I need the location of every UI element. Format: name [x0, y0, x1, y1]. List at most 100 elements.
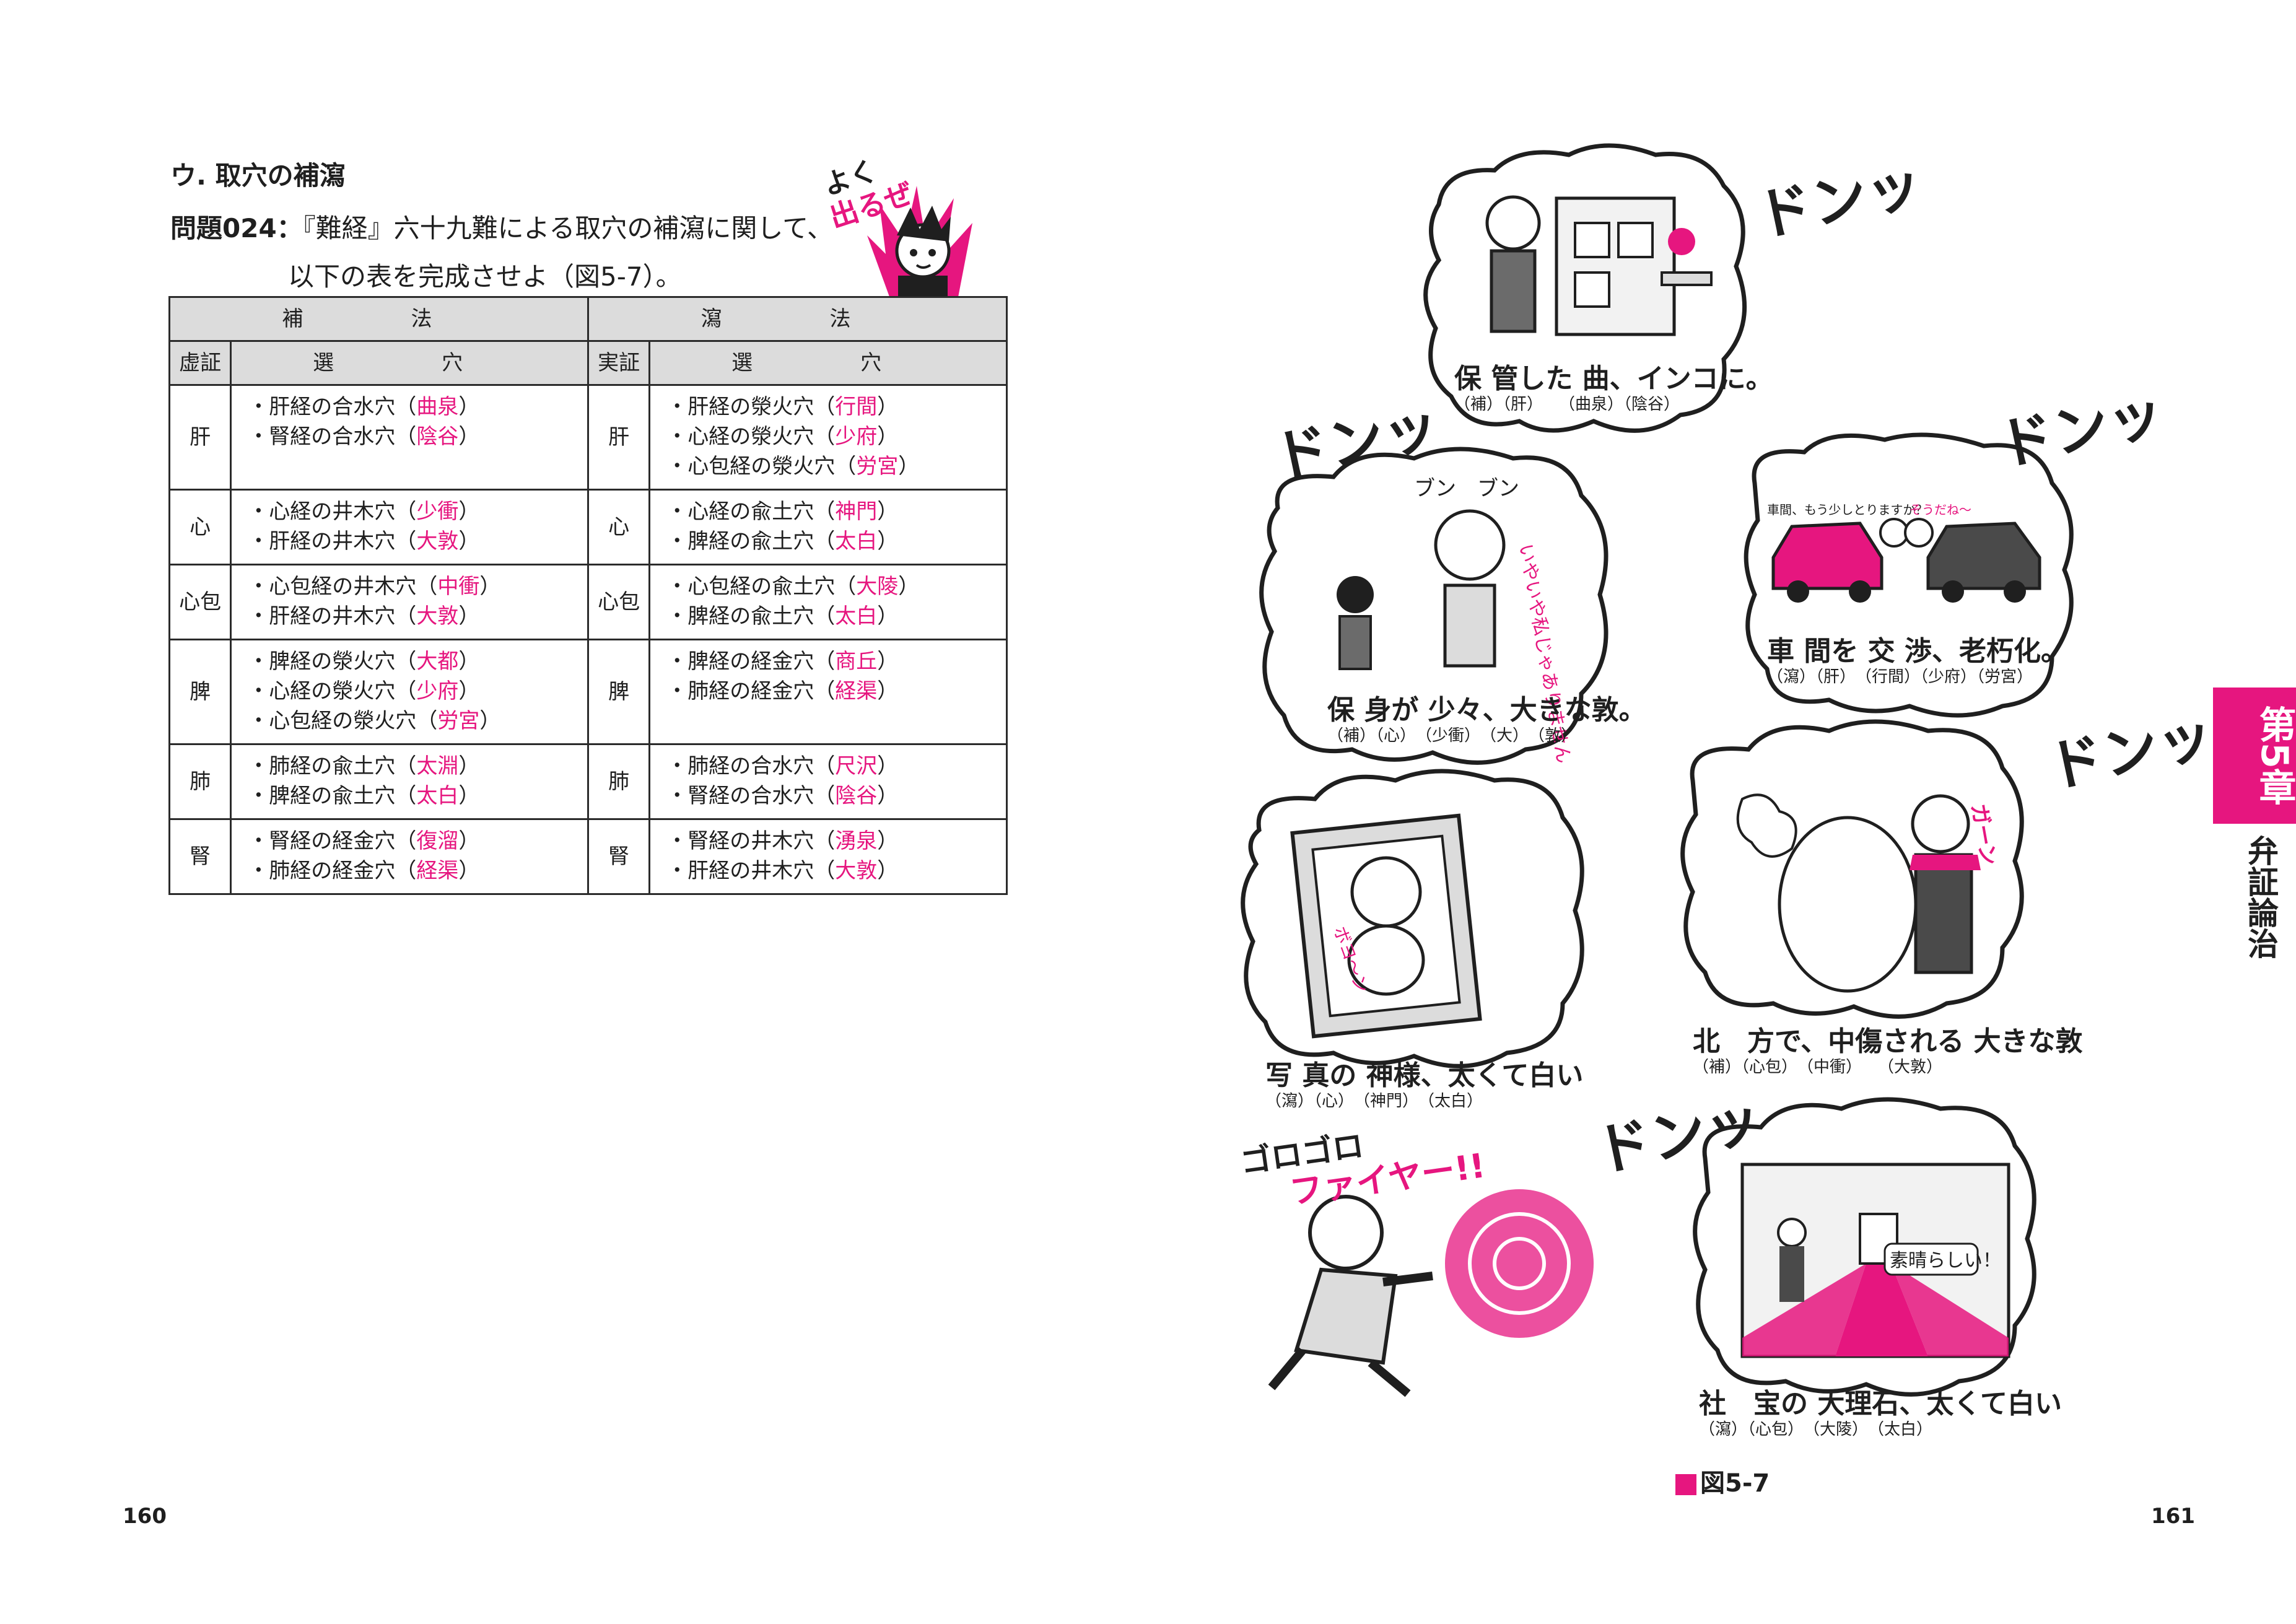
- point-name: 大敦: [416, 529, 459, 554]
- panel-3-mnemonic: 車 間を 交 渉、老朽化。: [1767, 635, 2068, 667]
- point-name: 太白: [835, 529, 878, 554]
- point-item: ・心包経の滎火穴（労宮）: [248, 706, 578, 736]
- point-name: 尺沢: [835, 754, 878, 779]
- panel-6-mnemonic: 社 宝の 大理石、太くて白い: [1699, 1388, 2062, 1420]
- point-meridian: ・心経の滎火穴（: [248, 679, 417, 704]
- point-meridian: ・脾経の滎火穴（: [248, 649, 417, 674]
- points-cell-right: ・肝経の滎火穴（行間）・心経の滎火穴（少府）・心包経の滎火穴（労宮）: [648, 384, 1008, 491]
- point-item: ・肝経の井木穴（大敦）: [666, 856, 997, 886]
- organ-cell-right: 心包: [587, 564, 651, 640]
- subheader-points-right: 選 穴: [648, 340, 1008, 386]
- point-name: 労宮: [856, 454, 899, 479]
- point-meridian: ・心包経の滎火穴（: [248, 709, 438, 733]
- point-close: ）: [458, 604, 480, 629]
- comic-illustration: ゴロゴロ ファイヤー!! ブン ブン いやいや私じゃありません 車間、もう少しと…: [1238, 143, 2074, 1397]
- point-meridian: ・肺経の合水穴（: [666, 754, 836, 779]
- point-meridian: ・肝経の合水穴（: [248, 395, 417, 419]
- chapter-label: 第5章: [2253, 705, 2296, 806]
- point-item: ・心経の井木穴（少衝）: [248, 497, 578, 526]
- point-meridian: ・心包経の兪土穴（: [666, 574, 857, 599]
- points-cell-left: ・肺経の兪土穴（太淵）・脾経の兪土穴（太白）: [230, 743, 589, 820]
- point-close: ）: [458, 829, 480, 853]
- point-close: ）: [458, 784, 480, 808]
- panel-2-bubble-a: ブン ブン: [1414, 476, 1519, 501]
- organ-cell-left: 心包: [168, 564, 232, 640]
- table-row: 肺・肺経の兪土穴（太淵）・脾経の兪土穴（太白）肺・肺経の合水穴（尺沢）・腎経の合…: [168, 743, 1008, 820]
- point-name: 太白: [416, 784, 459, 808]
- point-name: 少府: [835, 424, 878, 449]
- point-close: ）: [877, 604, 899, 629]
- point-close: ）: [877, 529, 899, 554]
- point-close: ）: [458, 858, 480, 883]
- point-name: 経渠: [835, 679, 878, 704]
- panel-1-mnemonic: 保 管した 曲、インコに。: [1454, 363, 1773, 395]
- panel-4-mnemonic: 写 真の 神様、太くて白い: [1265, 1060, 1584, 1091]
- point-item: ・肺経の兪土穴（太淵）: [248, 751, 578, 781]
- point-name: 太淵: [416, 754, 459, 779]
- point-item: ・心包経の滎火穴（労宮）: [666, 452, 997, 481]
- table-row: 脾・脾経の滎火穴（大都）・心経の滎火穴（少府）・心包経の滎火穴（労宮）脾・脾経の…: [168, 639, 1008, 745]
- point-meridian: ・脾経の経金穴（: [666, 649, 836, 674]
- point-meridian: ・腎経の井木穴（: [666, 829, 836, 853]
- point-meridian: ・腎経の経金穴（: [248, 829, 417, 853]
- point-close: ）: [458, 424, 480, 449]
- point-item: ・脾経の経金穴（商丘）: [666, 647, 997, 676]
- point-meridian: ・肝経の井木穴（: [666, 858, 836, 883]
- point-item: ・肺経の経金穴（経渠）: [666, 676, 997, 706]
- table-subheader-row: 虚証 選 穴 実証 選 穴: [168, 340, 1008, 386]
- points-cell-left: ・心経の井木穴（少衝）・肝経の井木穴（大敦）: [230, 489, 589, 565]
- point-name: 太白: [835, 604, 878, 629]
- chapter-title: 弁証論治: [2243, 835, 2279, 959]
- point-name: 陰谷: [835, 784, 878, 808]
- panel-3-sub: （瀉）（肝） （行間）（少府）（労宮）: [1767, 668, 2033, 686]
- point-close: ）: [458, 754, 480, 779]
- organ-cell-right: 心: [587, 489, 651, 565]
- organ-cell-right: 肺: [587, 743, 651, 820]
- panel-3-bubble-b: そうだね〜: [1910, 502, 1971, 517]
- point-close: ）: [479, 574, 501, 599]
- panel-6-bubble: 素晴らしい！: [1890, 1250, 2001, 1272]
- point-meridian: ・肝経の滎火穴（: [666, 395, 836, 419]
- point-meridian: ・肺経の経金穴（: [248, 858, 417, 883]
- organ-cell-right: 腎: [587, 818, 651, 895]
- organ-cell-left: 肺: [168, 743, 232, 820]
- subheader-points-left: 選 穴: [230, 340, 589, 386]
- point-name: 商丘: [835, 649, 878, 674]
- point-meridian: ・心包経の井木穴（: [248, 574, 438, 599]
- panel-5-sub: （補）（心包） （中衝） （大敦）: [1693, 1058, 1943, 1076]
- point-item: ・脾経の兪土穴（太白）: [666, 526, 997, 556]
- point-close: ）: [877, 395, 899, 419]
- point-item: ・肝経の合水穴（曲泉）: [248, 392, 578, 422]
- points-cell-left: ・脾経の滎火穴（大都）・心経の滎火穴（少府）・心包経の滎火穴（労宮）: [230, 639, 589, 745]
- panel-2-sub: （補）（心） （少衝） （大） （敦）: [1327, 727, 1578, 745]
- header-sedate: 瀉 法: [587, 296, 1008, 342]
- panel-3-bubble-a: 車間、もう少しとりますか？: [1767, 502, 1927, 517]
- section-heading: ウ. 取穴の補瀉: [170, 160, 346, 191]
- point-item: ・肝経の井木穴（大敦）: [248, 601, 578, 631]
- question-line-2: 以下の表を完成させよ（図5-7）。: [288, 261, 682, 292]
- points-cell-right: ・心経の兪土穴（神門）・脾経の兪土穴（太白）: [648, 489, 1008, 565]
- point-close: ）: [877, 784, 899, 808]
- point-name: 曲泉: [416, 395, 459, 419]
- point-close: ）: [877, 424, 899, 449]
- point-close: ）: [479, 709, 501, 733]
- question-block: 問題024：『難経』六十九難による取穴の補瀉に関して、 以下の表を完成させよ（図…: [170, 204, 833, 301]
- point-name: 大敦: [416, 604, 459, 629]
- points-cell-left: ・腎経の経金穴（復溜）・肺経の経金穴（経渠）: [230, 818, 589, 895]
- point-meridian: ・肺経の経金穴（: [666, 679, 836, 704]
- point-name: 少府: [416, 679, 459, 704]
- point-name: 少衝: [416, 499, 459, 524]
- panel-3-cloud: [1744, 432, 2074, 718]
- point-close: ）: [877, 499, 899, 524]
- point-name: 湧泉: [835, 829, 878, 853]
- tonify-sedate-table: 補 法 瀉 法 虚証 選 穴 実証 選 穴 肝・肝経の合水穴（曲泉）・腎経の合水…: [168, 296, 1008, 895]
- chapter-tab: 第5章: [2213, 688, 2296, 824]
- point-item: ・肝経の滎火穴（行間）: [666, 392, 997, 422]
- point-name: 大都: [416, 649, 459, 674]
- point-item: ・肺経の経金穴（経渠）: [248, 856, 578, 886]
- panel-2-mnemonic: 保 身が 少々、大きな敦。: [1327, 694, 1646, 726]
- subheader-deficiency: 虚証: [168, 340, 232, 386]
- points-cell-left: ・肝経の合水穴（曲泉）・腎経の合水穴（陰谷）: [230, 384, 589, 491]
- point-close: ）: [458, 395, 480, 419]
- panel-6-sub: （瀉）（心包） （大陵） （太白）: [1699, 1420, 1933, 1439]
